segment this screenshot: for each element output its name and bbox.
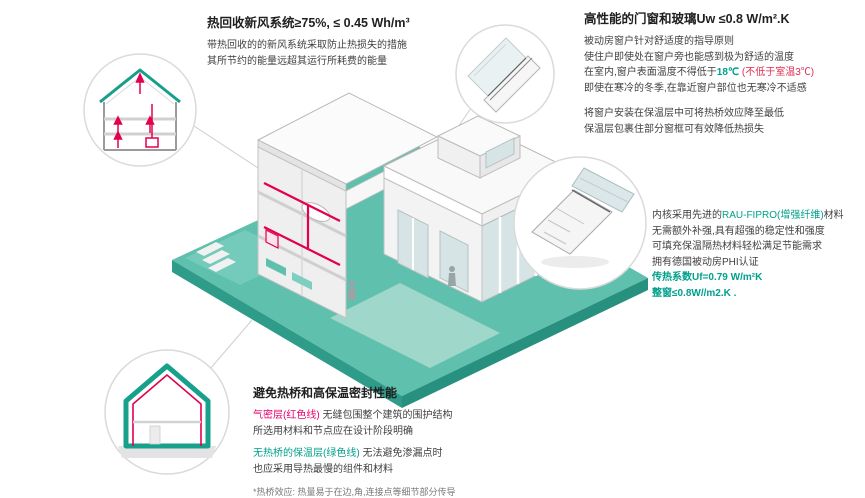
insulation-layer-line2: 也应采用导热最慢的组件和材料 (253, 463, 393, 475)
ventilation-duct (263, 182, 341, 266)
windows-install-desc: 将窗户安装在保温层中可将热桥效应降至最低 保温层包裹住部分窗框可有效降低热损失 (584, 106, 865, 137)
garden-steps (196, 242, 236, 272)
profile-line1-pre: 内核采用先进的 (652, 210, 722, 221)
heat-recovery-line1: 带热回收的的新风系统采取防止热损失的措施 (207, 40, 407, 51)
windows-p2-line2: 保温层包裹住部分窗框可有效降低热损失 (584, 123, 764, 135)
detail-circle-window-corner (455, 24, 555, 124)
ground-band (118, 446, 216, 458)
airtight-layer-line2: 所选用材料和节点应在设计阶段明确 (253, 425, 413, 437)
insulation-outline (123, 363, 211, 449)
heat-recovery-line2: 其所节约的能量远超其运行所耗费的能量 (207, 55, 387, 67)
callout-frame-profile: 内核采用先进的RAU-FIPRO(增强纤维)材料 无需额外补强,具有超强的稳定性… (652, 208, 865, 301)
insulation-layer-rest: 无法避免渗漏点时 (359, 448, 443, 459)
airtight-layer-label: 气密层(红色线) (253, 410, 320, 421)
profile-line3: 可填充保温隔热材料轻松满足节能需求 (652, 241, 822, 252)
detail-circle-ventilation (83, 53, 197, 167)
heat-recovery-title: 热回收新风系统≥75%, ≤ 0.45 Wh/m³ (207, 16, 410, 30)
wing-window (439, 230, 469, 293)
windows-temp-value: 18℃ (716, 67, 740, 78)
airflow-arrow (113, 72, 155, 148)
profile-uw-value: 整窗≤0.8W//m2.K . (652, 287, 737, 299)
windows-p2-line1: 将窗户安装在保温层中可将热桥效应降至最低 (584, 108, 784, 119)
windows-p1-line1: 被动房窗户针对舒适度的指导原则 (584, 36, 734, 47)
windows-p1-line4: 即使在寒冷的冬季,在靠近窗户部位也无寒冷不适感 (584, 82, 807, 94)
airtight-line (132, 373, 202, 446)
windows-p1-line3: 在室内,窗户表面温度不得低于 (584, 67, 717, 78)
profile-uf-value: 传热系数Uf=0.79 W/m²K (652, 272, 763, 283)
detail-circle-window-profile (513, 156, 647, 290)
insulation-layer-label: 无热桥的保温层(绿色线) (253, 448, 360, 459)
heat-recovery-desc: 带热回收的的新风系统采取防止热损失的措施 其所节约的能量远超其运行所耗费的能量 (207, 38, 487, 69)
profile-line1-post: 材料 (823, 210, 844, 221)
callout-windows: 高性能的门窗和玻璃Uw ≤0.8 W/m².K 被动房窗户针对舒适度的指导原则 … (584, 11, 865, 137)
detail-circle-insulation-section (104, 349, 230, 475)
callout-heat-recovery: 热回收新风系统≥75%, ≤ 0.45 Wh/m³ 带热回收的的新风系统采取防止… (207, 15, 487, 69)
profile-material-name: RAU-FIPRO(增强纤维) (722, 210, 824, 221)
airtight-layer-rest: 无缝包围整个建筑的围护结构 (319, 410, 453, 421)
profile-body (531, 189, 613, 255)
rooftop-room (436, 115, 522, 179)
profile-line4: 拥有德国被动房PHI认证 (652, 256, 759, 268)
profile-line2: 无需额外补强,具有超强的稳定性和强度 (652, 225, 825, 237)
frame-profile-desc: 内核采用先进的RAU-FIPRO(增强纤维)材料 无需额外补强,具有超强的稳定性… (652, 208, 865, 301)
human-figure (348, 266, 456, 300)
windows-temp-note: (不低于室温3℃) (739, 67, 815, 78)
thermal-bridge-title: 避免热桥和高保温密封性能 (253, 386, 398, 400)
kitchen-counters (266, 258, 312, 290)
windows-comfort-desc: 被动房窗户针对舒适度的指导原则 使住户即使处在窗户旁也能感到极为舒适的温度 在室… (584, 34, 865, 96)
terrace-front (330, 283, 500, 368)
callout-thermal-bridge: 避免热桥和高保温密封性能 气密层(红色线) 无缝包围整个建筑的围护结构 所选用材… (253, 385, 583, 498)
airtight-layer-desc: 气密层(红色线) 无缝包围整个建筑的围护结构 所选用材料和节点应在设计阶段明确 (253, 408, 583, 439)
insulation-layer-desc: 无热桥的保温层(绿色线) 无法避免渗漏点时 也应采用导热最慢的组件和材料 (253, 446, 583, 477)
windows-p1-line2: 使住户即使处在窗户旁也能感到极为舒适的温度 (584, 51, 794, 63)
ventilation-unit (145, 137, 159, 148)
windows-title: 高性能的门窗和玻璃Uw ≤0.8 W/m².K (584, 12, 790, 26)
heat-recovery-unit (265, 229, 279, 249)
section-roof-teal (99, 68, 181, 104)
